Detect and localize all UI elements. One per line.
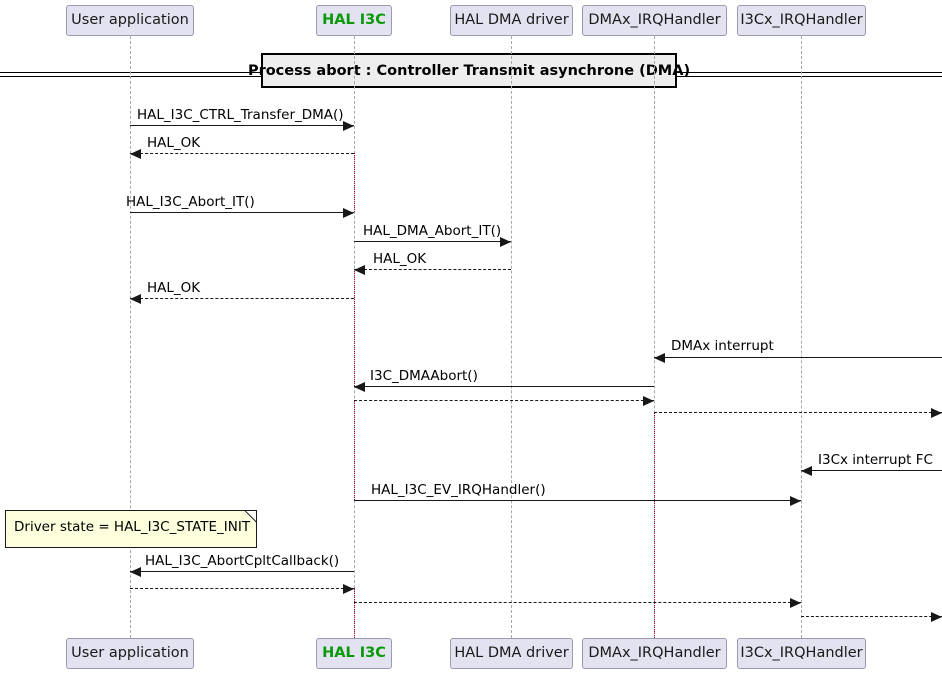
participant-dmairq-top[interactable]: DMAx_IRQHandler <box>582 5 727 36</box>
participant-label: HAL DMA driver <box>454 645 569 661</box>
message-line-m4 <box>354 241 511 242</box>
message-arrowhead-m3 <box>343 208 354 218</box>
note-fold-corner-icon <box>244 509 257 523</box>
lifeline-hali3c-active-1 <box>354 269 355 386</box>
participant-haldma-top[interactable]: HAL DMA driver <box>450 5 573 36</box>
message-arrowhead-m13 <box>130 567 141 577</box>
lifeline-i3cirq <box>801 36 802 638</box>
participant-label: User application <box>71 645 189 661</box>
participant-label: HAL I3C <box>322 645 386 661</box>
message-label-m1: HAL_I3C_CTRL_Transfer_DMA() <box>137 107 344 123</box>
message-arrowhead-m9 <box>643 396 654 406</box>
message-label-m2: HAL_OK <box>147 135 201 151</box>
lifeline-user <box>130 36 131 638</box>
participant-i3cirq-bottom[interactable]: I3Cx_IRQHandler <box>737 638 866 669</box>
message-line-m14 <box>130 588 354 589</box>
message-line-m2 <box>130 153 354 154</box>
participant-dmairq-bottom[interactable]: DMAx_IRQHandler <box>582 638 727 669</box>
message-arrowhead-m14 <box>343 584 354 594</box>
participant-hali3c-bottom[interactable]: HAL I3C <box>316 638 392 669</box>
participant-hali3c-top[interactable]: HAL I3C <box>316 5 392 36</box>
lifeline-haldma <box>511 36 512 638</box>
message-arrowhead-m1 <box>343 121 354 131</box>
participant-label: DMAx_IRQHandler <box>588 645 721 661</box>
message-label-m7: DMAx interrupt <box>671 338 774 354</box>
message-line-m7 <box>654 357 942 358</box>
lifeline-hali3c-active-0 <box>354 153 355 212</box>
lifeline-dmairq-active-0 <box>654 412 655 638</box>
lifeline-hali3c-active-3 <box>354 588 355 638</box>
message-arrowhead-m2 <box>130 149 141 159</box>
message-arrowhead-m10 <box>931 408 942 418</box>
message-arrowhead-m6 <box>130 294 141 304</box>
message-line-m1 <box>130 125 354 126</box>
lifeline-dmairq <box>654 36 655 638</box>
message-line-m5 <box>354 269 511 270</box>
message-arrowhead-m5 <box>354 265 365 275</box>
message-label-m13: HAL_I3C_AbortCpltCallback() <box>145 553 340 569</box>
message-label-m12: HAL_I3C_EV_IRQHandler() <box>371 482 546 498</box>
lifeline-hali3c-active-2 <box>354 400 355 500</box>
message-label-m8: I3C_DMAAbort() <box>370 368 478 384</box>
participant-user-bottom[interactable]: User application <box>66 638 194 669</box>
message-line-m8 <box>354 386 654 387</box>
message-arrowhead-m12 <box>790 496 801 506</box>
message-arrowhead-m4 <box>500 237 511 247</box>
message-line-m12 <box>354 500 801 501</box>
message-line-m13 <box>130 571 354 572</box>
message-line-m6 <box>130 298 354 299</box>
participant-haldma-bottom[interactable]: HAL DMA driver <box>450 638 573 669</box>
message-arrowhead-m11 <box>801 466 812 476</box>
participant-label: DMAx_IRQHandler <box>588 12 721 28</box>
participant-label: I3Cx_IRQHandler <box>740 645 863 661</box>
participant-label: User application <box>71 12 189 28</box>
message-arrowhead-m15 <box>790 598 801 608</box>
message-line-m11 <box>801 470 942 471</box>
diagram-title-banner: Process abort : Controller Transmit asyn… <box>248 53 690 88</box>
participant-label: HAL DMA driver <box>454 12 569 28</box>
participant-user-top[interactable]: User application <box>66 5 194 36</box>
message-line-m3 <box>130 212 354 213</box>
diagram-title-text: Process abort : Controller Transmit asyn… <box>247 62 691 79</box>
message-label-m3: HAL_I3C_Abort_IT() <box>126 194 255 210</box>
message-arrowhead-m8 <box>354 382 365 392</box>
note-driver-state: Driver state = HAL_I3C_STATE_INIT <box>5 509 257 548</box>
message-label-m6: HAL_OK <box>147 280 201 296</box>
participant-i3cirq-top[interactable]: I3Cx_IRQHandler <box>737 5 866 36</box>
message-label-m11: I3Cx interrupt FC <box>818 452 933 468</box>
message-arrowhead-m16 <box>931 612 942 622</box>
message-label-m5: HAL_OK <box>373 251 427 267</box>
participant-label: I3Cx_IRQHandler <box>740 12 863 28</box>
message-line-m15 <box>354 602 801 603</box>
note-text: Driver state = HAL_I3C_STATE_INIT <box>14 519 251 535</box>
message-arrowhead-m7 <box>654 353 665 363</box>
message-line-m9 <box>354 400 654 401</box>
message-label-m4: HAL_DMA_Abort_IT() <box>363 223 502 239</box>
message-line-m10 <box>654 412 942 413</box>
participant-label: HAL I3C <box>322 12 386 28</box>
message-line-m16 <box>801 616 942 617</box>
